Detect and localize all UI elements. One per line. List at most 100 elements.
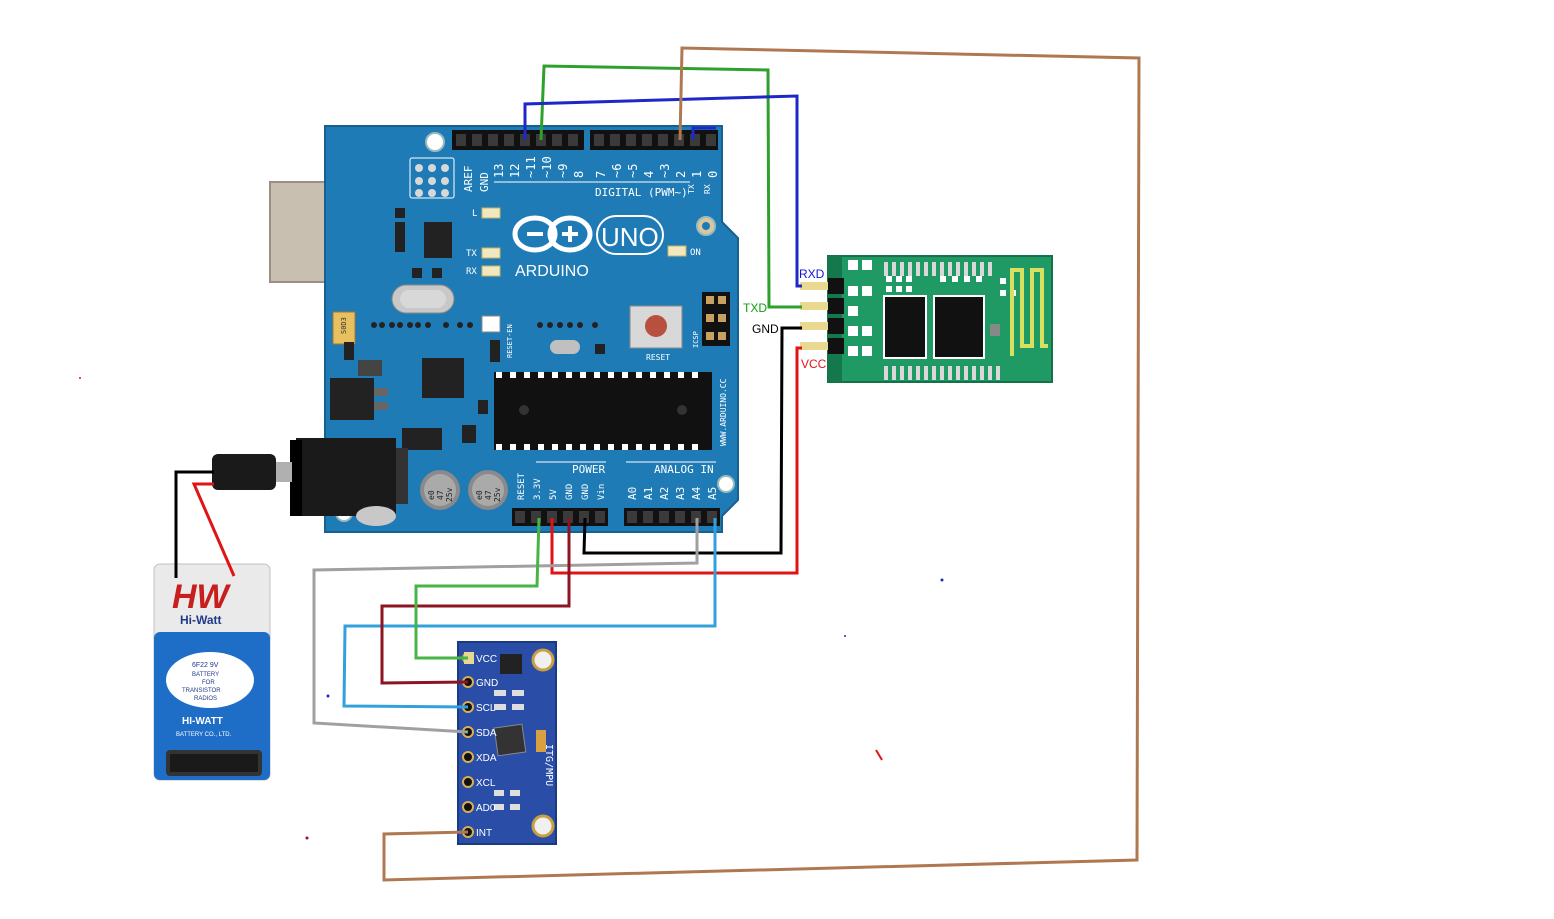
digital-pin-label: 7 [594,171,608,178]
digital-pin-label: ~10 [540,156,554,178]
digital-pin-label: ~6 [610,164,624,178]
power-pin-label: Vin [597,484,607,500]
bt-pin-vcc: VCC [801,357,827,371]
battery-type: 6F22 9V [192,662,219,669]
battery-company: BATTERY CO., LTD. [176,732,232,738]
digital-pin-label: 2 [674,171,688,178]
mpu-label: ITG/MPU [543,744,554,786]
bt-chip-1 [883,295,927,359]
led-l [481,207,501,219]
wire-red-5v-vcc [550,346,802,575]
led-rx [481,265,501,277]
digital-pin-label: ~5 [626,164,640,178]
analog-pin-label: A4 [690,486,703,500]
bt-chip-2 [933,295,985,359]
digital-pin-label: ~9 [556,164,570,178]
battery-maker: HI-WATT [182,716,223,727]
bt-pin-gnd: GND [752,322,779,336]
svg-text:25v: 25v [493,487,502,502]
reset-en-label: RESET-EN [506,324,514,358]
capacitor-1: e0 47 25v [420,470,460,510]
led-label-rx: RX [466,267,477,277]
bluetooth-module [800,255,1053,383]
digital-header-right [590,130,718,150]
power-pin-label: GND [565,484,575,500]
digital-header-left [452,130,584,150]
dc-jack [296,438,396,516]
wire-black-gnd-bt [582,326,802,555]
led-tx [481,247,501,259]
analog-section-label: ANALOG IN [654,463,714,476]
arduino-brand: ARDUINO [515,263,589,280]
svg-text:47: 47 [436,490,445,500]
digital-pin-label: 0 [706,171,720,178]
svg-text:FOR: FOR [202,680,215,686]
analog-header [624,508,720,526]
power-pin-label: 5V [549,489,559,500]
usb-chip [424,222,452,258]
reset-label: RESET [646,353,670,362]
digital-pin-label: 8 [572,171,586,178]
wire-darkred-gnd-mpu [380,518,571,685]
pin-label-tx: TX [687,184,696,194]
digital-pin-label: ~11 [524,156,538,178]
wire-blue-pin11-rxd [523,94,802,288]
mpu-pin-label: GND [476,678,498,689]
dc-plug [212,454,276,490]
wire-battery-black [174,470,214,578]
wire-battery-red [191,482,236,577]
power-pin-label: 3.3V [533,478,543,500]
led-label-l: L [472,209,477,219]
battery-logo: HW [172,578,232,616]
mpu-pin-label: INT [476,828,492,839]
svg-text:47: 47 [484,490,493,500]
power-header [512,508,608,526]
wire-green-pin10-txd [539,64,802,309]
analog-pin-label: A1 [642,487,655,500]
pin-label-aref: AREF [462,166,475,193]
mpu-pin-label: XCL [476,778,496,789]
mpu-pin-label: SDA [476,728,497,739]
led-label-tx: TX [466,249,477,259]
bt-pin-txd: TXD [743,301,767,315]
svg-text:RADIOS: RADIOS [194,696,217,702]
power-pin-label: RESET [517,472,527,500]
atmega-chip [494,372,712,450]
svg-text:25v: 25v [445,487,454,502]
wire-brown-pin2-int [382,46,1141,882]
wire-gray-a4-sda [312,518,699,734]
mpu-chip [493,723,527,757]
svg-text:e0: e0 [475,490,484,500]
digital-pin-label: ~3 [658,164,672,178]
digital-pin-label: 12 [508,164,522,178]
mpu-pin-label: VCC [476,654,497,665]
led-label-on: ON [690,248,701,258]
battery-brand: Hi-Watt [180,613,222,627]
analog-pin-label: A0 [626,487,639,500]
mpu-module: ITG/MPU [457,641,557,845]
digital-pin-label: 4 [642,171,656,178]
arduino-logo [512,215,593,253]
svg-text:e0: e0 [427,490,436,500]
mpu-pin-label: XDA [476,753,497,764]
led-on [667,245,687,257]
arduino-model: UNO [601,222,659,252]
antenna-trace [1010,268,1048,356]
icsp-label: ICSP [692,331,700,348]
power-section-label: POWER [572,463,605,476]
pin-label-rx: RX [703,184,712,194]
bt-pin-rxd: RXD [799,267,825,281]
analog-pin-label: A2 [658,487,671,500]
analog-pin-label: A5 [706,487,719,500]
capacitor-2: e0 47 25v [468,470,508,510]
mpu-pin-label: SCL [476,703,496,714]
mpu-pin-label: AD0 [476,803,496,814]
digital-section-label: DIGITAL (PWM~) [595,186,688,199]
wires [174,46,1141,882]
